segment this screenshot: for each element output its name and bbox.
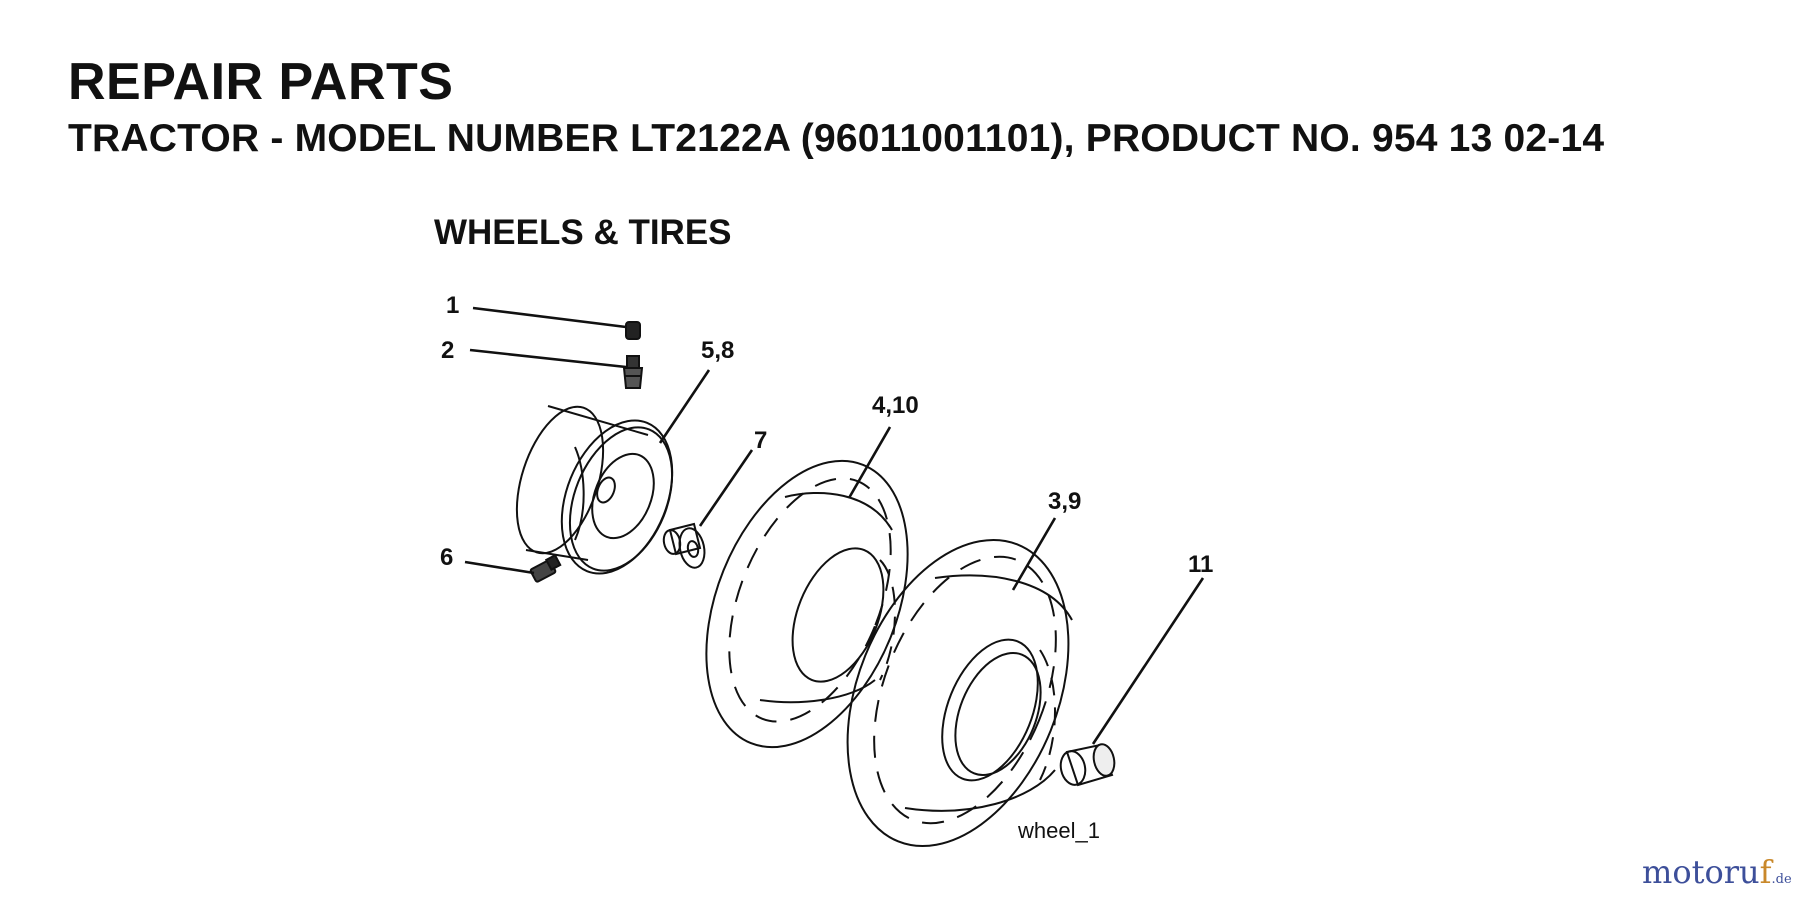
callout-7: 7 [754,427,767,454]
watermark-logo: motoruf.de [1642,853,1792,891]
callout-3-9: 3,9 [1048,488,1081,515]
figure-label: wheel_1 [1017,818,1100,843]
page-title: REPAIR PARTS [68,53,454,111]
wheel-rim-part [515,405,674,575]
bolt-part [529,553,562,583]
hub-cap-part [1059,743,1116,787]
callout-2: 2 [441,337,454,364]
watermark-main: motoru [1642,853,1760,891]
front-tire-part [705,459,909,749]
watermark-accent: f [1759,853,1772,891]
valve-cap-part [625,321,641,340]
watermark-tld: .de [1771,872,1792,887]
rear-tire-part [846,538,1073,848]
callout-1: 1 [446,292,459,319]
valve-stem-part [622,355,644,389]
bushing-part [662,522,706,569]
callout-11: 11 [1188,551,1213,578]
section-title: WHEELS & TIRES [434,213,732,252]
model-subtitle: TRACTOR - MODEL NUMBER LT2122A (96011001… [68,117,1605,160]
leader-lines [464,306,1205,745]
callout-6: 6 [440,544,453,571]
callout-4-10: 4,10 [872,392,919,419]
callout-5-8: 5,8 [701,337,734,364]
